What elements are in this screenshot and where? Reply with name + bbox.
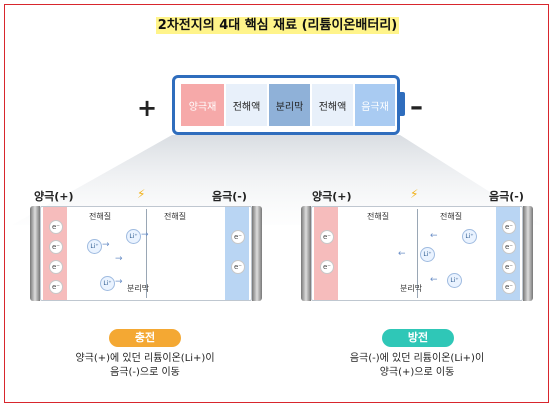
charge-anode-band (225, 207, 249, 300)
discharge-left-cap (301, 206, 311, 301)
positive-terminal-sign: + (137, 94, 158, 122)
discharge-electrolyte-right: 전해질 (440, 212, 463, 221)
charge-separator-label: 분리막 (127, 284, 150, 293)
arrow-left-icon: ← (398, 249, 406, 259)
discharge-cathode-band (314, 207, 338, 300)
discharge-right-cap (523, 206, 533, 301)
electron-icon: e⁻ (231, 230, 245, 244)
charge-separator-line (146, 209, 147, 298)
charge-left-cap (30, 206, 40, 301)
arrow-left-icon: ← (430, 231, 438, 241)
charge-lightning-icon: ⚡ (137, 187, 146, 201)
electron-icon: e⁻ (502, 220, 516, 234)
figure-border (4, 4, 549, 403)
discharge-description: 음극(-)에 있던 리튬이온(Li+)이 양극(+)으로 이동 (312, 352, 522, 380)
electron-icon: e⁻ (502, 260, 516, 274)
lithium-ion-icon: Li⁺ (462, 229, 477, 244)
figure-title: 2차전지의 4대 핵심 재료 (리튬이온배터리) (0, 14, 555, 34)
title-text: 2차전지의 4대 핵심 재료 (리튬이온배터리) (155, 17, 400, 34)
arrow-right-icon: → (115, 277, 123, 287)
electron-icon: e⁻ (502, 280, 516, 294)
charge-electrolyte-right: 전해질 (164, 212, 187, 221)
electron-icon: e⁻ (320, 230, 334, 244)
zoom-projection (12, 135, 542, 225)
discharge-cell: 전해질 전해질 e⁻ e⁻ e⁻ e⁻ e⁻ e⁻ ← Li⁺ ← Li⁺ ← … (311, 206, 523, 301)
arrow-right-icon: → (141, 230, 149, 240)
battery-overview: 양극재 전해액 분리막 전해액 음극재 (172, 75, 400, 135)
electron-icon: e⁻ (49, 260, 63, 274)
discharge-separator-line (417, 209, 418, 298)
lithium-ion-icon: Li⁺ (447, 273, 462, 288)
cell-electrolyte-right: 전해액 (312, 84, 353, 126)
electron-icon: e⁻ (49, 220, 63, 234)
discharge-description-line-2: 양극(+)으로 이동 (379, 367, 455, 378)
arrow-right-icon: → (102, 240, 110, 250)
discharge-negative-label: 음극(-) (489, 190, 524, 203)
cell-separator: 분리막 (269, 84, 310, 126)
charge-negative-label: 음극(-) (212, 190, 247, 203)
electron-icon: e⁻ (231, 260, 245, 274)
arrow-right-icon: → (115, 254, 123, 264)
electron-icon: e⁻ (49, 280, 63, 294)
electron-icon: e⁻ (320, 260, 334, 274)
charge-description: 양극(+)에 있던 리튬이온(Li+)이 음극(-)으로 이동 (40, 352, 250, 380)
discharge-separator-label: 분리막 (400, 284, 423, 293)
charge-description-line-1: 양극(+)에 있던 리튬이온(Li+)이 (75, 353, 215, 364)
lithium-ion-icon: Li⁺ (126, 229, 141, 244)
electron-icon: e⁻ (502, 240, 516, 254)
lithium-ion-icon: Li⁺ (87, 239, 102, 254)
electron-icon: e⁻ (49, 240, 63, 254)
charge-cell: 전해질 전해질 e⁻ e⁻ e⁻ e⁻ e⁻ e⁻ Li⁺ → Li⁺ → Li… (40, 206, 252, 301)
cell-electrolyte-left: 전해액 (226, 84, 267, 126)
cell-cathode: 양극재 (181, 84, 224, 126)
charge-description-line-2: 음극(-)으로 이동 (110, 367, 180, 378)
cell-anode: 음극재 (355, 84, 395, 126)
discharge-positive-label: 양극(+) (312, 190, 352, 203)
battery-terminal-cap (399, 92, 405, 116)
charge-electrolyte-left: 전해질 (89, 212, 112, 221)
discharge-description-line-1: 음극(-)에 있던 리튬이온(Li+)이 (349, 353, 485, 364)
discharge-electrolyte-left: 전해질 (367, 212, 390, 221)
charge-right-cap (252, 206, 262, 301)
negative-terminal-sign: – (410, 92, 423, 122)
lithium-ion-icon: Li⁺ (100, 276, 115, 291)
charge-badge: 충전 (109, 329, 181, 347)
discharge-lightning-icon: ⚡ (410, 187, 419, 201)
charge-positive-label: 양극(+) (34, 190, 74, 203)
discharge-badge: 방전 (382, 329, 454, 347)
arrow-left-icon: ← (430, 275, 438, 285)
lithium-ion-icon: Li⁺ (420, 247, 435, 262)
